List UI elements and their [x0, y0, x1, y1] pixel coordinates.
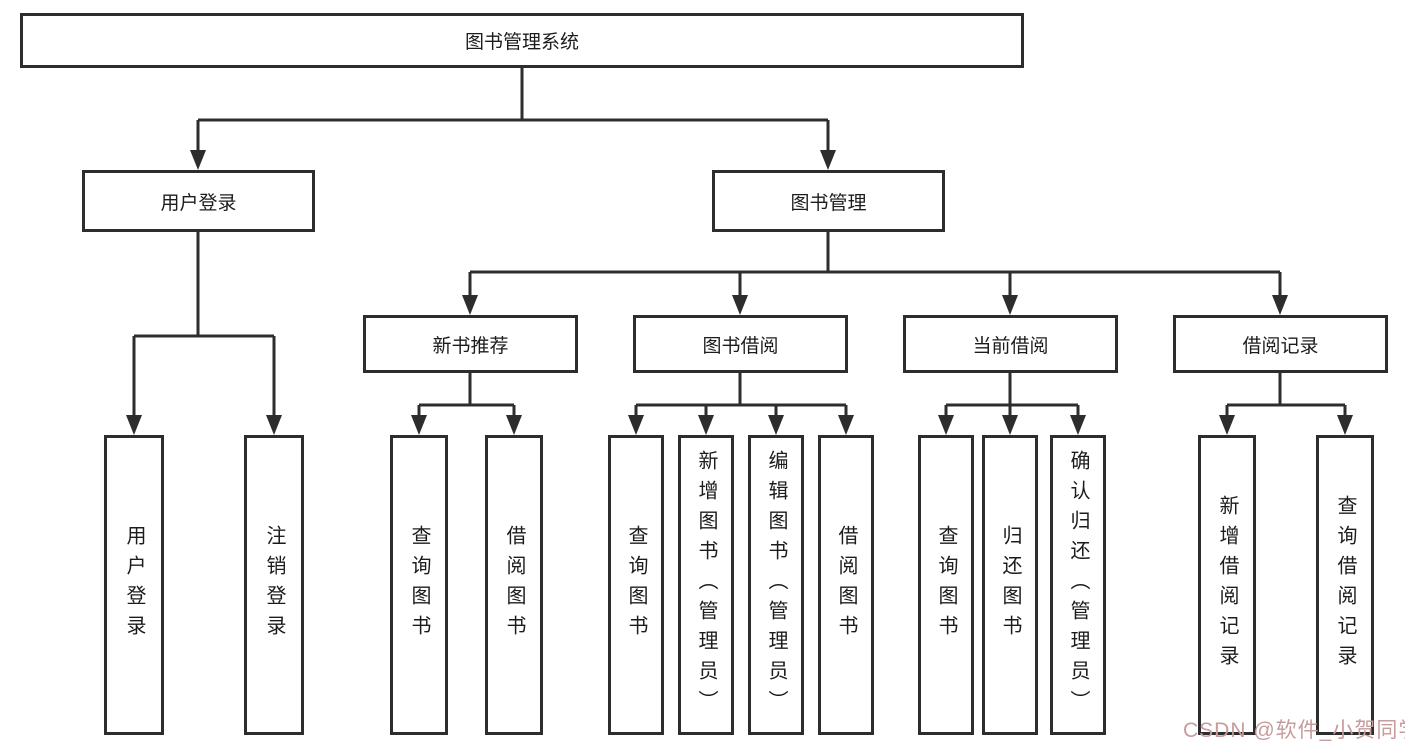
leaf-current-confirm-return-admin: 确认归还（管理员） — [1050, 435, 1106, 735]
leaf-borrow-add-books-admin: 新增图书（管理员） — [678, 435, 734, 735]
leaf-record-add-borrow-record: 新增借阅记录 — [1198, 435, 1256, 735]
leaf-newbook-borrow-books: 借阅图书 — [485, 435, 543, 735]
csdn-watermark: CSDN @软件_小贺同学 — [1183, 719, 1405, 742]
node-book-borrowing: 图书借阅 — [633, 315, 848, 373]
leaf-current-query-books: 查询图书 — [918, 435, 974, 735]
node-user-login-branch: 用户登录 — [82, 170, 315, 232]
arrowheads — [126, 150, 1353, 435]
node-new-book-recommend: 新书推荐 — [363, 315, 578, 373]
leaf-borrow-query-books: 查询图书 — [608, 435, 664, 735]
node-book-management-branch: 图书管理 — [712, 170, 945, 232]
leaf-newbook-query-books: 查询图书 — [390, 435, 448, 735]
node-borrowing-records: 借阅记录 — [1173, 315, 1388, 373]
node-root-system: 图书管理系统 — [20, 13, 1024, 68]
leaf-user-login: 用户登录 — [104, 435, 164, 735]
leaf-record-query-borrow-record: 查询借阅记录 — [1316, 435, 1374, 735]
leaf-borrow-edit-books-admin: 编辑图书（管理员） — [748, 435, 804, 735]
node-current-borrowing: 当前借阅 — [903, 315, 1118, 373]
leaf-logout: 注销登录 — [244, 435, 304, 735]
leaf-current-return-books: 归还图书 — [982, 435, 1038, 735]
leaf-borrow-borrow-books: 借阅图书 — [818, 435, 874, 735]
